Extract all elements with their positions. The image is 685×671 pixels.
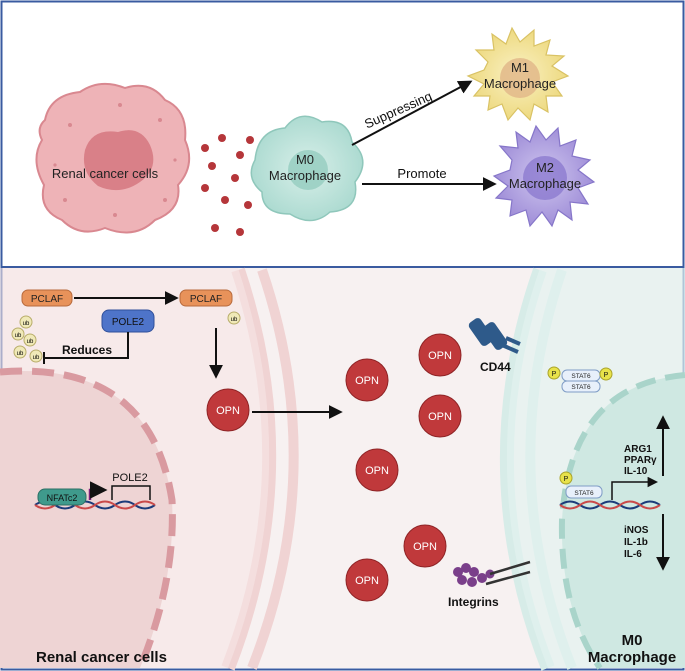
m2-nucleus xyxy=(523,156,567,200)
down-gene-0: iNOS xyxy=(624,525,649,536)
promoter-arrow xyxy=(88,481,108,500)
renal-cancer-label-bottom: Renal cancer cells xyxy=(36,649,167,666)
m0-label-bottom-2: Macrophage xyxy=(588,649,676,666)
suppressing-arrow xyxy=(351,80,473,146)
cancer-cell-speckles xyxy=(53,103,177,217)
up-gene-2: IL-10 xyxy=(624,466,648,477)
opn-intracellular xyxy=(206,388,250,432)
nfatc2-label: NFATc2 xyxy=(47,493,78,503)
opn-extracellular-3 xyxy=(418,394,462,438)
opn-label-1: OPN xyxy=(355,375,379,387)
reduces-label: Reduces xyxy=(62,343,112,357)
m0-nucleus-top xyxy=(288,150,328,190)
down-gene-1: IL-1b xyxy=(624,537,648,548)
nfatc2-box xyxy=(37,488,87,506)
pclaf-ub-label: PCLAF xyxy=(31,294,63,305)
m2-label-2: Macrophage xyxy=(509,176,581,191)
cancer-nuclear-envelope xyxy=(0,367,176,670)
pole2-gene-bracket xyxy=(111,485,151,500)
pole2-label: POLE2 xyxy=(112,317,145,328)
opn-label-3: OPN xyxy=(428,411,452,423)
stat6-dimer-bottom xyxy=(561,380,601,393)
cancer-membrane-inner xyxy=(247,268,299,670)
dna-helix-macrophage xyxy=(559,500,661,510)
renal-cancer-label-top: Renal cancer cells xyxy=(52,166,159,181)
ub-1: ub xyxy=(23,321,30,327)
opn-label-0: OPN xyxy=(216,405,240,417)
m0-label-top-1: M0 xyxy=(296,152,314,167)
m1-label-2: Macrophage xyxy=(484,76,556,91)
stat6-label-3: STAT6 xyxy=(574,490,594,497)
stat6-label-1: STAT6 xyxy=(571,373,591,380)
m0-label-top-2: Macrophage xyxy=(269,168,341,183)
phospho-label-3: P xyxy=(564,476,569,483)
cancer-nucleus-bottom xyxy=(0,371,173,668)
renal-cancer-nucleus xyxy=(83,130,154,191)
cd44-label: CD44 xyxy=(480,360,511,374)
m0-label-bottom-1: M0 xyxy=(622,632,643,649)
m1-nucleus xyxy=(500,58,540,98)
reduces-line xyxy=(44,332,129,359)
up-gene-0: ARG1 xyxy=(624,444,652,455)
ub-5: ub xyxy=(33,355,40,361)
opn-extracellular-5 xyxy=(403,524,447,568)
ub-6: ub xyxy=(231,317,238,323)
pclaf-free-label: PCLAF xyxy=(190,294,222,305)
ub-2: ub xyxy=(15,333,22,339)
opn-label-2: OPN xyxy=(428,350,452,362)
m2-label-1: M2 xyxy=(536,160,554,175)
opn-extracellular-4 xyxy=(355,448,399,492)
pclaf-free-box xyxy=(179,289,233,307)
phospho-1 xyxy=(547,366,561,380)
cd44-receptor xyxy=(468,318,521,354)
macrophage-nuclear-envelope xyxy=(558,372,685,670)
down-gene-2: IL-6 xyxy=(624,549,642,560)
pclaf-ub-box xyxy=(21,289,73,307)
opn-label-4: OPN xyxy=(365,465,389,477)
phospho-label-2: P xyxy=(604,372,609,379)
promote-label: Promote xyxy=(397,166,446,181)
m1-label-1: M1 xyxy=(511,60,529,75)
phospho-2 xyxy=(599,367,613,381)
integrins-receptor xyxy=(453,560,531,587)
stat6-label-2: STAT6 xyxy=(571,384,591,391)
macrophage-nucleus-bottom xyxy=(561,375,685,668)
pole2-gene-label: POLE2 xyxy=(112,472,147,484)
stat6-dna-box xyxy=(565,485,603,499)
opn-label-6: OPN xyxy=(355,575,379,587)
ubiquitin-chain: ub ub ub ub ub xyxy=(11,315,43,363)
opn-label-5: OPN xyxy=(413,541,437,553)
opn-extracellular-2 xyxy=(418,333,462,377)
opn-extracellular-6 xyxy=(345,558,389,602)
phospho-label-1: P xyxy=(552,371,557,378)
ub-4: ub xyxy=(17,351,24,357)
opn-extracellular-1 xyxy=(345,358,389,402)
pclaf-free-ub xyxy=(227,311,241,325)
phospho-3 xyxy=(559,471,573,485)
up-gene-1: PPARγ xyxy=(624,455,657,466)
transcription-arrow xyxy=(611,476,659,500)
integrins-label: Integrins xyxy=(448,595,499,609)
ub-3: ub xyxy=(27,339,34,345)
